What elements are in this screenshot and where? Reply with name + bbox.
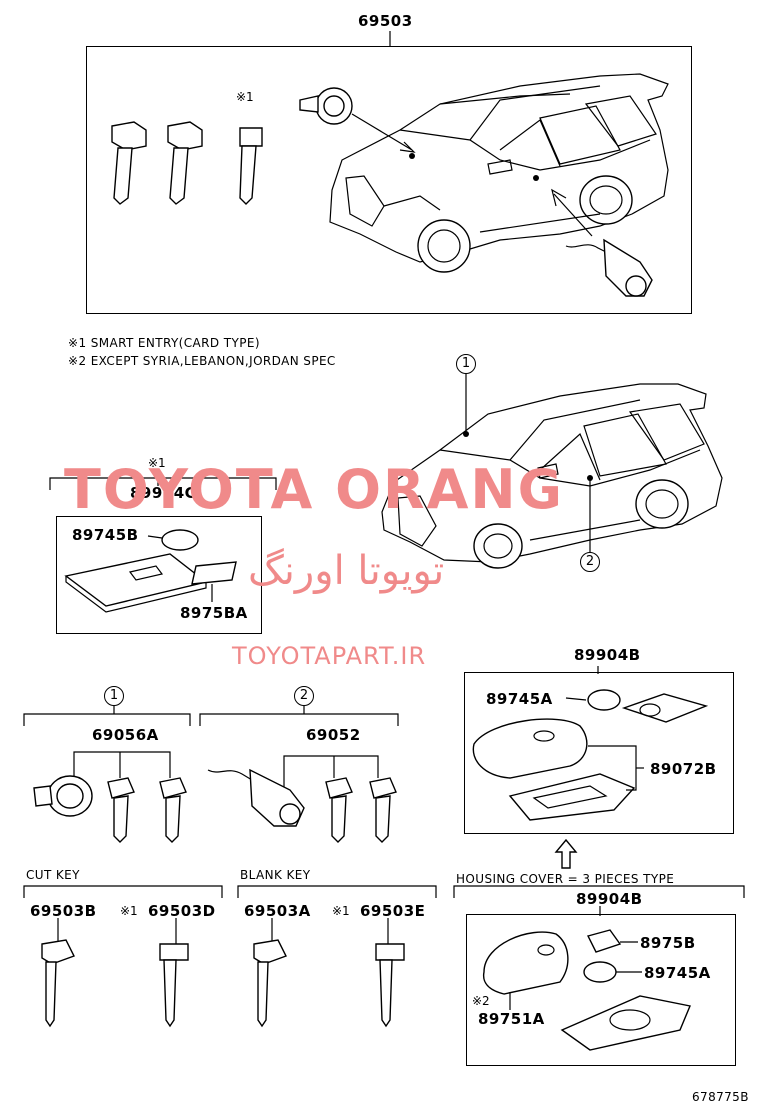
housing-cover-note: HOUSING COVER = 3 PIECES TYPE <box>456 872 675 886</box>
part-number-8975ba: 8975BA <box>180 604 248 622</box>
part-number-69503a: 69503A <box>244 902 311 920</box>
part-number-89745a-bottom: 89745A <box>644 964 711 982</box>
kit1-lock-cylinder <box>33 775 93 817</box>
watermark-persian: تویوتا اورنگ <box>248 548 445 594</box>
watermark-site: TOYOTAPART.IR <box>232 642 427 670</box>
cut-key-heading: CUT KEY <box>26 868 80 882</box>
kit1-key-2 <box>159 777 187 843</box>
footnote-2: ※2 EXCEPT SYRIA,LEBANON,JORDAN SPEC <box>68 354 336 368</box>
part-number-89751a: 89751A <box>478 1010 545 1028</box>
housing-kit-top-box <box>464 672 734 834</box>
blank-key-2-art <box>375 943 405 1028</box>
part-number-69503b: 69503B <box>30 902 97 920</box>
kit2-key-1 <box>325 777 353 843</box>
card-type-note-mark: ※1 <box>236 90 254 104</box>
top-lock-cylinder <box>299 87 353 125</box>
card-kit-parts <box>64 529 237 613</box>
cut-key-2-art <box>159 943 189 1028</box>
blank-key-2-note-mark: ※1 <box>332 904 350 918</box>
kit2-door-lock <box>207 768 305 827</box>
callout-2-vehicle: 2 <box>580 552 600 572</box>
part-number-89904b-bottom: 89904B <box>576 890 643 908</box>
part-number-89072b: 89072B <box>650 760 717 778</box>
part-number-8975b: 8975B <box>640 934 696 952</box>
top-door-lock <box>565 238 653 297</box>
housing-kit-bottom-box <box>466 914 736 1066</box>
part-number-89745a: 89745A <box>486 690 553 708</box>
part-number-69503e: 69503E <box>360 902 426 920</box>
part-number-69503: 69503 <box>358 12 413 30</box>
part-number-89904b-top: 89904B <box>574 646 641 664</box>
kit2-key-2 <box>369 777 397 843</box>
cut-key-2-note-mark: ※1 <box>120 904 138 918</box>
diagram-id: 678775B <box>692 1090 749 1104</box>
top-card-key <box>239 127 263 205</box>
callout-1-kit: 1 <box>104 686 124 706</box>
blank-key-heading: BLANK KEY <box>240 868 311 882</box>
footnote-1: ※1 SMART ENTRY(CARD TYPE) <box>68 336 260 350</box>
cut-key-1-art <box>41 939 75 1028</box>
middle-vehicle <box>381 383 723 569</box>
housing-kit-top-parts <box>472 689 709 821</box>
part-number-89904c: 89904C <box>130 484 197 502</box>
top-key-2 <box>167 121 203 205</box>
top-key-1 <box>111 121 147 205</box>
callout-2-kit: 2 <box>294 686 314 706</box>
card-kit-box <box>56 516 262 634</box>
top-kit-box <box>86 46 692 314</box>
card-kit-note-mark: ※1 <box>148 456 166 470</box>
kit1-key-1 <box>107 777 135 843</box>
top-vehicle <box>329 73 669 273</box>
part-number-89745b: 89745B <box>72 526 139 544</box>
housing-kit-bottom-parts <box>482 929 691 1051</box>
part-number-69056a: 69056A <box>92 726 159 744</box>
part-number-69503d: 69503D <box>148 902 216 920</box>
watermark-brand: TOYOTA ORANG <box>64 458 564 521</box>
part-number-69052: 69052 <box>306 726 361 744</box>
blank-key-1-art <box>253 939 287 1028</box>
case-note-mark: ※2 <box>472 994 490 1008</box>
callout-1-vehicle: 1 <box>456 354 476 374</box>
